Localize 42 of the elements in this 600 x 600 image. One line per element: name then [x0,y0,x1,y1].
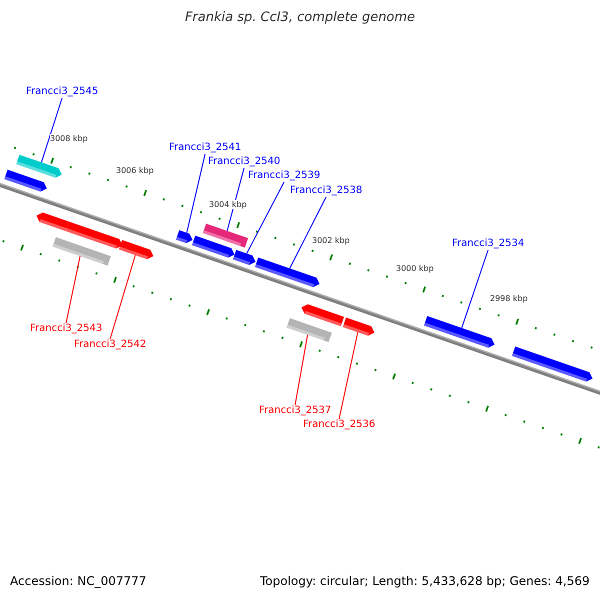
leader-line [338,332,358,420]
scale-label: 3004 kbp [209,200,247,209]
scale-label: 3008 kbp [50,134,88,143]
gene-label: Francci3_2537 [259,405,332,417]
gene-block [512,346,593,382]
gene-block [118,240,154,260]
gene-label: Francci3_2542 [74,339,146,351]
gene-label: Francci3_2534 [452,238,524,250]
gene-block [52,237,111,266]
gene-block [192,236,235,258]
gene-label: Francci3_2536 [303,419,376,431]
leader-line [66,256,81,324]
gene-block [4,170,47,192]
leader-line [461,250,489,328]
gene-label: Francci3_2539 [248,170,320,182]
scale-label: 3000 kbp [396,264,434,273]
accession-text: Accession: NC_007777 [10,574,146,588]
leader-line [40,98,63,163]
gene-label: Francci3_2543 [30,323,102,335]
gene-block [286,318,332,342]
gene-block [232,250,256,265]
gene-label: Francci3_2541 [169,142,242,154]
genome-stats-text: Topology: circular; Length: 5,433,628 bp; Genes: 4,569 [260,574,590,588]
gene-block [424,316,495,348]
gene-block [301,304,344,326]
gene-block [16,154,62,178]
gene-block [66,222,122,248]
gene-label: Francci3_2545 [26,86,98,98]
title: Frankia sp. CcI3, complete genome [184,10,416,25]
scale-label: 3006 kbp [116,166,154,175]
gene-block [176,230,193,244]
leader-line [110,254,136,340]
scale-label: 3002 kbp [312,236,350,245]
gene-block [254,258,320,288]
leader-line [186,154,206,234]
gene-block [202,224,248,248]
gene-block [36,212,70,232]
scale-label: 2998 kbp [490,294,528,303]
gene-label: Francci3_2538 [290,185,362,197]
gene-block [342,318,374,336]
leader-line [294,334,308,406]
gene-label: Francci3_2540 [208,156,280,168]
